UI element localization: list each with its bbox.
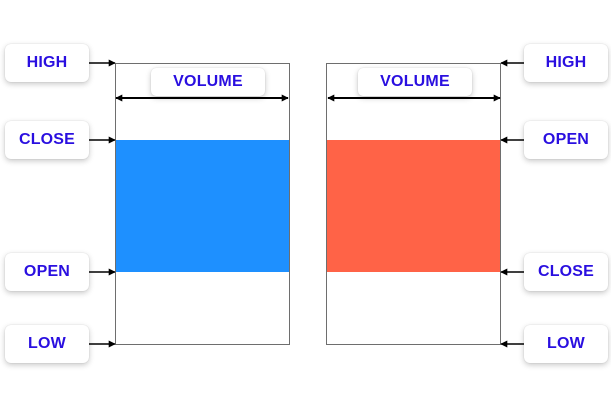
bullish-low-label: LOW	[5, 325, 89, 363]
bullish-close-label: CLOSE	[5, 121, 89, 159]
bearish-high-label: HIGH	[524, 44, 608, 82]
bullish-range-frame	[115, 63, 290, 345]
bearish-low-label: LOW	[524, 325, 608, 363]
bearish-close-label: CLOSE	[524, 253, 608, 291]
bullish-body	[116, 140, 289, 272]
bullish-candle	[89, 59, 290, 348]
bullish-open-label: OPEN	[5, 253, 89, 291]
bullish-high-label: HIGH	[5, 44, 89, 82]
bullish-volume-label: VOLUME	[151, 68, 265, 96]
bearish-volume-label: VOLUME	[358, 68, 472, 96]
bearish-candle	[326, 59, 524, 348]
bearish-open-label: OPEN	[524, 121, 608, 159]
bearish-body	[327, 140, 500, 272]
bearish-range-frame	[326, 63, 501, 345]
